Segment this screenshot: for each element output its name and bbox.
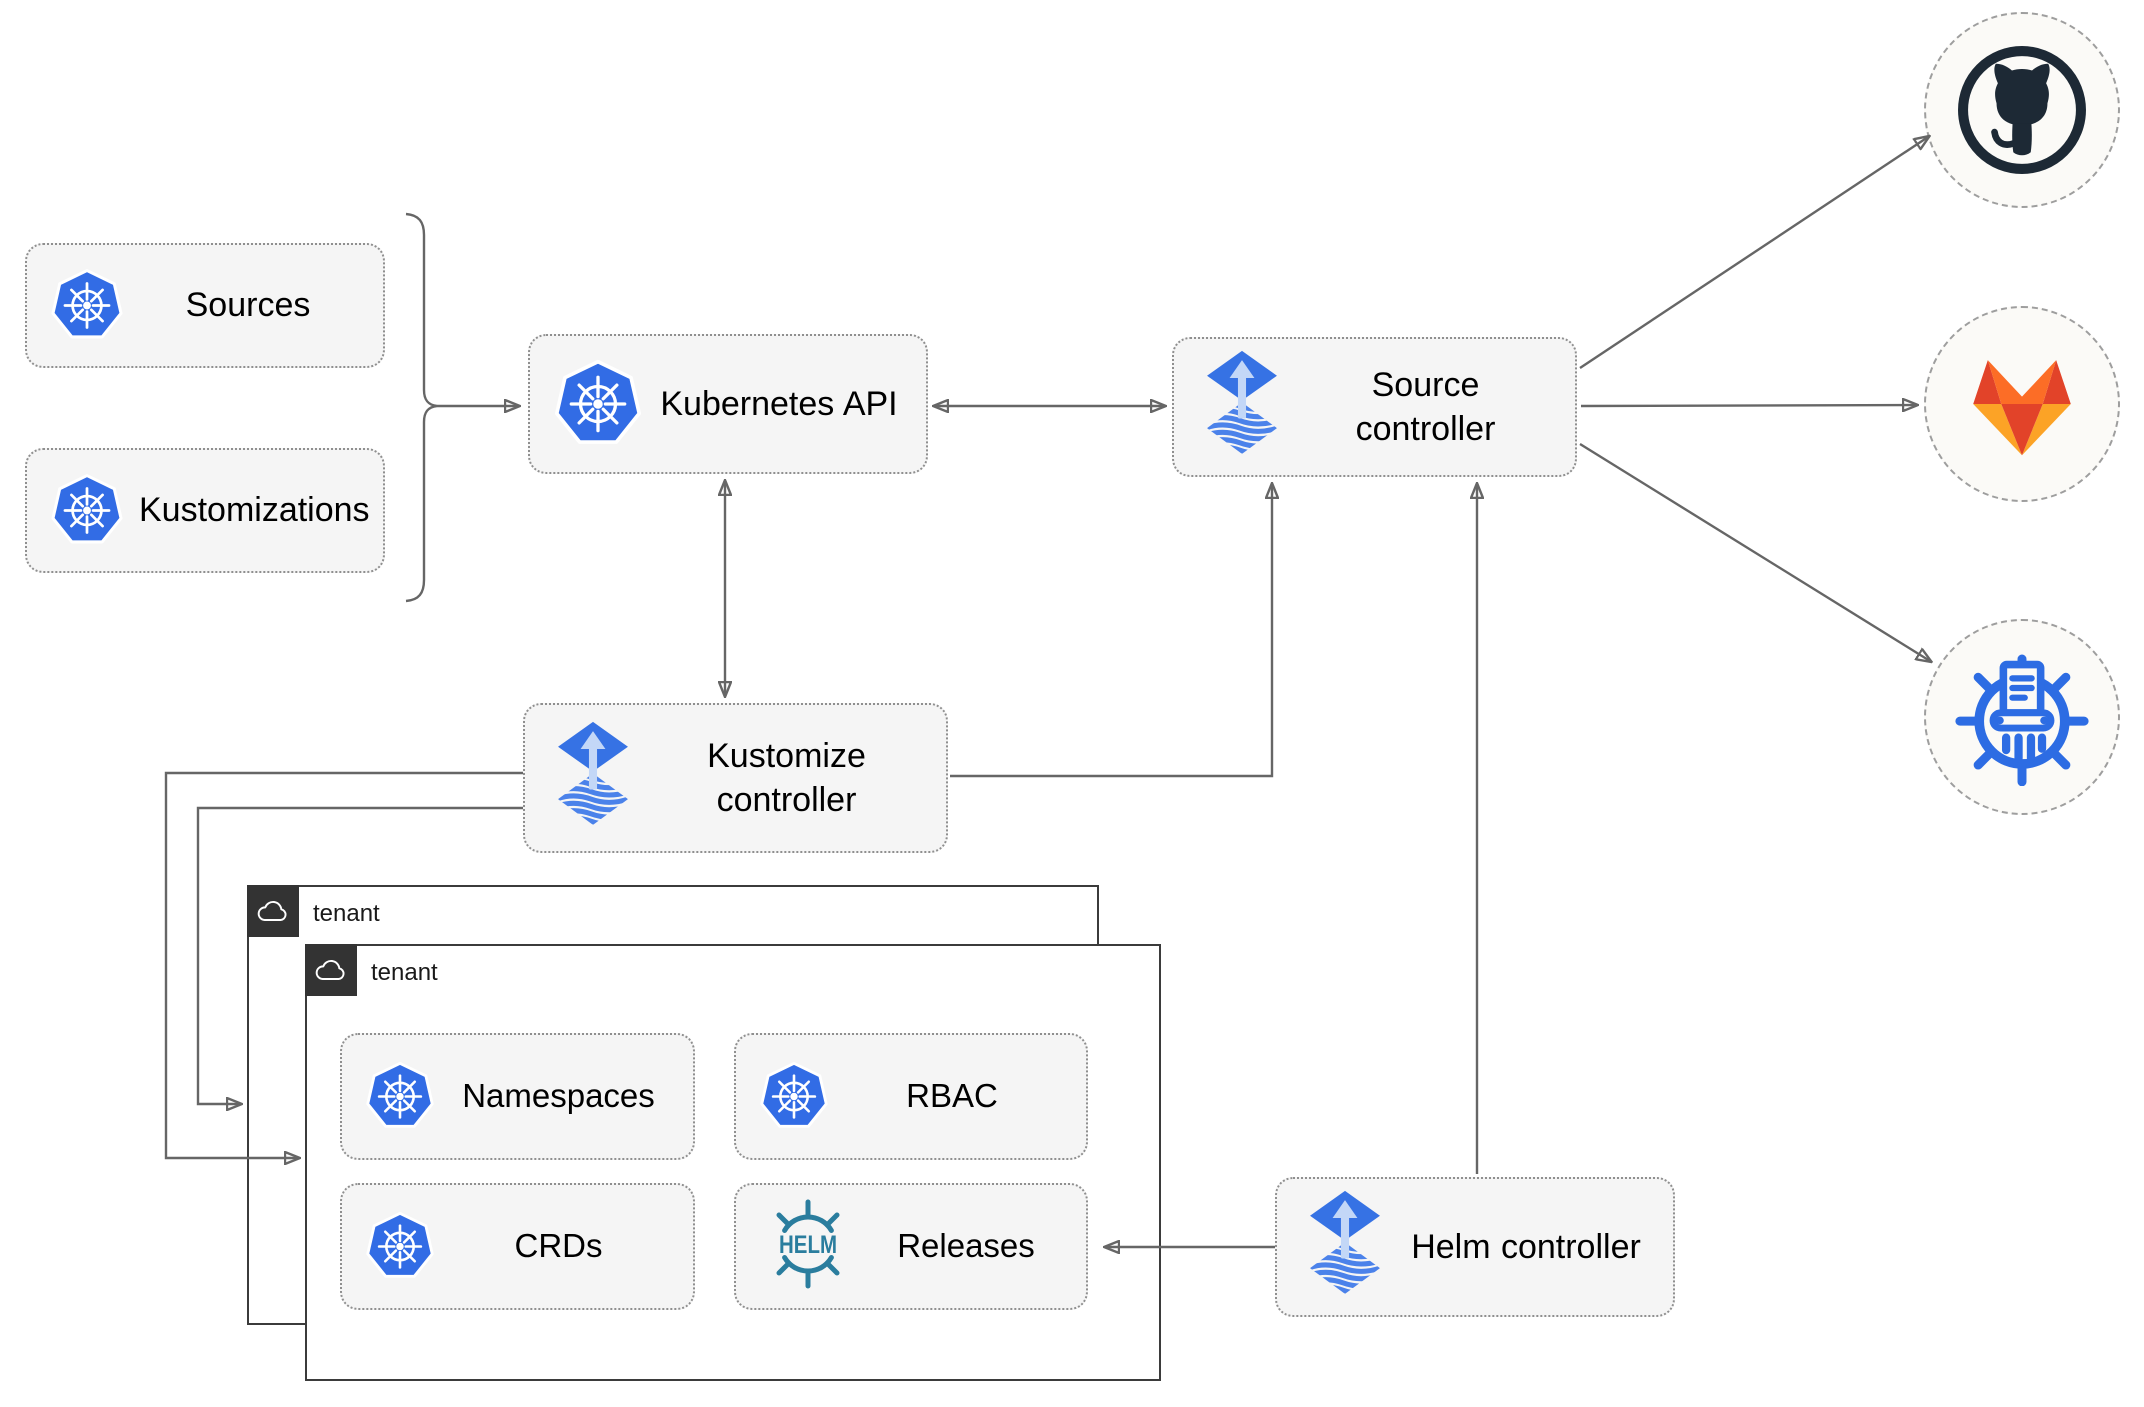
edge-source-controller-to-gitlab bbox=[1580, 405, 1916, 406]
kubernetes-icon bbox=[49, 471, 125, 550]
node-kubernetes-api-label: Kubernetes API bbox=[660, 384, 898, 423]
tenant-outer-tab bbox=[246, 884, 299, 937]
tenant-inner-label: tenant bbox=[371, 959, 438, 986]
node-namespaces[interactable]: Namespaces bbox=[340, 1033, 695, 1160]
kustomize-logo-icon bbox=[1953, 648, 2091, 786]
flux-icon bbox=[1299, 1189, 1391, 1305]
node-kustomizations-label: Kustomizations bbox=[139, 491, 370, 530]
edge-source-controller-to-github bbox=[1579, 137, 1928, 369]
kubernetes-icon bbox=[758, 1059, 830, 1134]
node-source-controller-label: Source controller bbox=[1355, 365, 1496, 448]
flux-icon bbox=[547, 720, 639, 836]
node-source-controller[interactable]: Source controller bbox=[1172, 337, 1577, 477]
node-kustomizations[interactable]: Kustomizations bbox=[25, 448, 385, 573]
github-logo-icon bbox=[1955, 43, 2089, 177]
node-crds[interactable]: CRDs bbox=[340, 1183, 695, 1310]
kubernetes-icon bbox=[364, 1209, 436, 1284]
tenant-inner-tab bbox=[304, 943, 357, 996]
node-helm-controller-label: Helm controller bbox=[1411, 1227, 1641, 1266]
remote-kustomize[interactable] bbox=[1924, 619, 2120, 815]
node-rbac-label: RBAC bbox=[906, 1077, 998, 1115]
edge-source-controller-to-kustomize-repo bbox=[1579, 442, 1930, 661]
helm-icon: HELM bbox=[776, 1199, 840, 1288]
tenant-outer-label: tenant bbox=[313, 900, 380, 927]
node-sources-label: Sources bbox=[185, 286, 311, 325]
node-releases-label: Releases bbox=[897, 1227, 1035, 1265]
node-kubernetes-api[interactable]: Kubernetes API bbox=[528, 334, 928, 474]
gitlab-logo-icon bbox=[1961, 347, 2083, 461]
node-releases[interactable]: HELM Releases bbox=[734, 1183, 1088, 1310]
cloud-icon bbox=[313, 957, 349, 983]
edge-brace-sources-group bbox=[405, 212, 438, 603]
node-sources[interactable]: Sources bbox=[25, 243, 385, 368]
flux-icon bbox=[1196, 349, 1288, 465]
node-helm-controller[interactable]: Helm controller bbox=[1275, 1177, 1675, 1317]
node-namespaces-label: Namespaces bbox=[462, 1077, 655, 1115]
node-crds-label: CRDs bbox=[514, 1227, 603, 1265]
edge-kustomize-controller-to-source-controller bbox=[950, 485, 1272, 778]
tenant-group-inner: tenant bbox=[304, 943, 1161, 1381]
kubernetes-icon bbox=[364, 1059, 436, 1134]
kubernetes-icon bbox=[552, 356, 644, 452]
helm-logo-text: HELM bbox=[779, 1231, 837, 1259]
kubernetes-icon bbox=[49, 266, 125, 345]
remote-gitlab[interactable] bbox=[1924, 306, 2120, 502]
remote-github[interactable] bbox=[1924, 12, 2120, 208]
cloud-icon bbox=[255, 898, 291, 924]
node-rbac[interactable]: RBAC bbox=[734, 1033, 1088, 1160]
node-kustomize-controller[interactable]: Kustomize controller bbox=[523, 703, 948, 853]
node-kustomize-controller-label: Kustomize controller bbox=[707, 736, 866, 819]
